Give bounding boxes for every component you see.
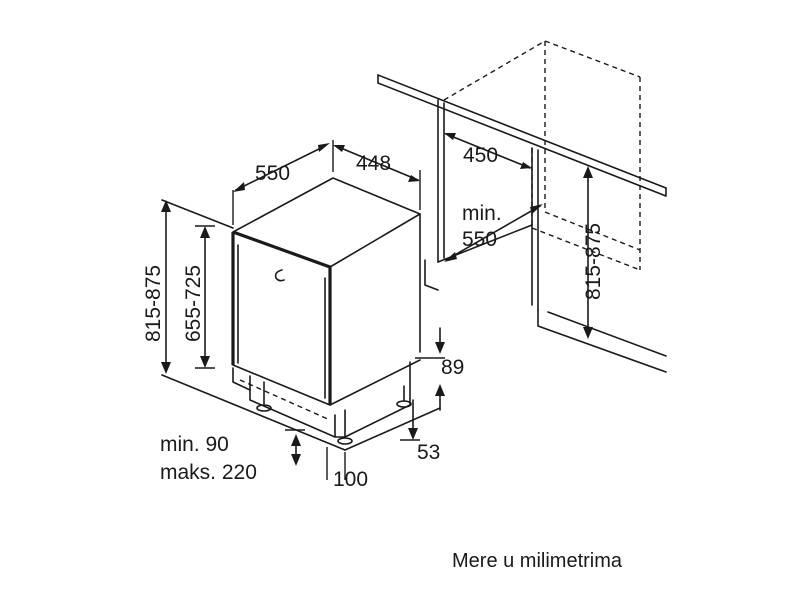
dim-plinth-range (285, 429, 305, 466)
floor-right (531, 147, 667, 373)
dim-plinth-height (415, 327, 445, 411)
label-height-body: 655-725 (182, 265, 205, 342)
label-cabinet-width: 450 (463, 144, 498, 167)
dishwasher (231, 177, 421, 406)
label-foot-offset: 53 (417, 441, 440, 464)
dim-height-total (161, 200, 171, 374)
countertop (377, 74, 667, 291)
label-plinth-range-2: maks. 220 (160, 461, 257, 484)
label-plinth-range-1: min. 90 (160, 433, 229, 456)
dim-depth (232, 140, 334, 225)
caption: Mere u milimetrima (452, 550, 623, 572)
plinth-and-feet (232, 361, 412, 445)
dim-width (333, 145, 421, 210)
label-niche-height: 815-875 (582, 223, 605, 300)
label-depth: 550 (255, 162, 290, 185)
label-niche-depth-2: 550 (462, 228, 497, 251)
dim-niche-height (583, 166, 593, 339)
handle-icon (274, 269, 285, 282)
label-plinth-height: 89 (441, 356, 464, 379)
label-plinth-depth: 100 (333, 468, 368, 491)
dim-plinth-depth (326, 447, 346, 480)
label-width: 448 (356, 152, 391, 175)
floor-left (161, 199, 441, 451)
dim-cabinet-width (444, 133, 532, 169)
dim-niche-depth (444, 204, 543, 262)
dim-foot-offset (400, 399, 420, 441)
label-height-total: 815-875 (142, 265, 165, 342)
label-niche-depth-1: min. (462, 202, 502, 225)
dim-height-body (195, 225, 215, 369)
